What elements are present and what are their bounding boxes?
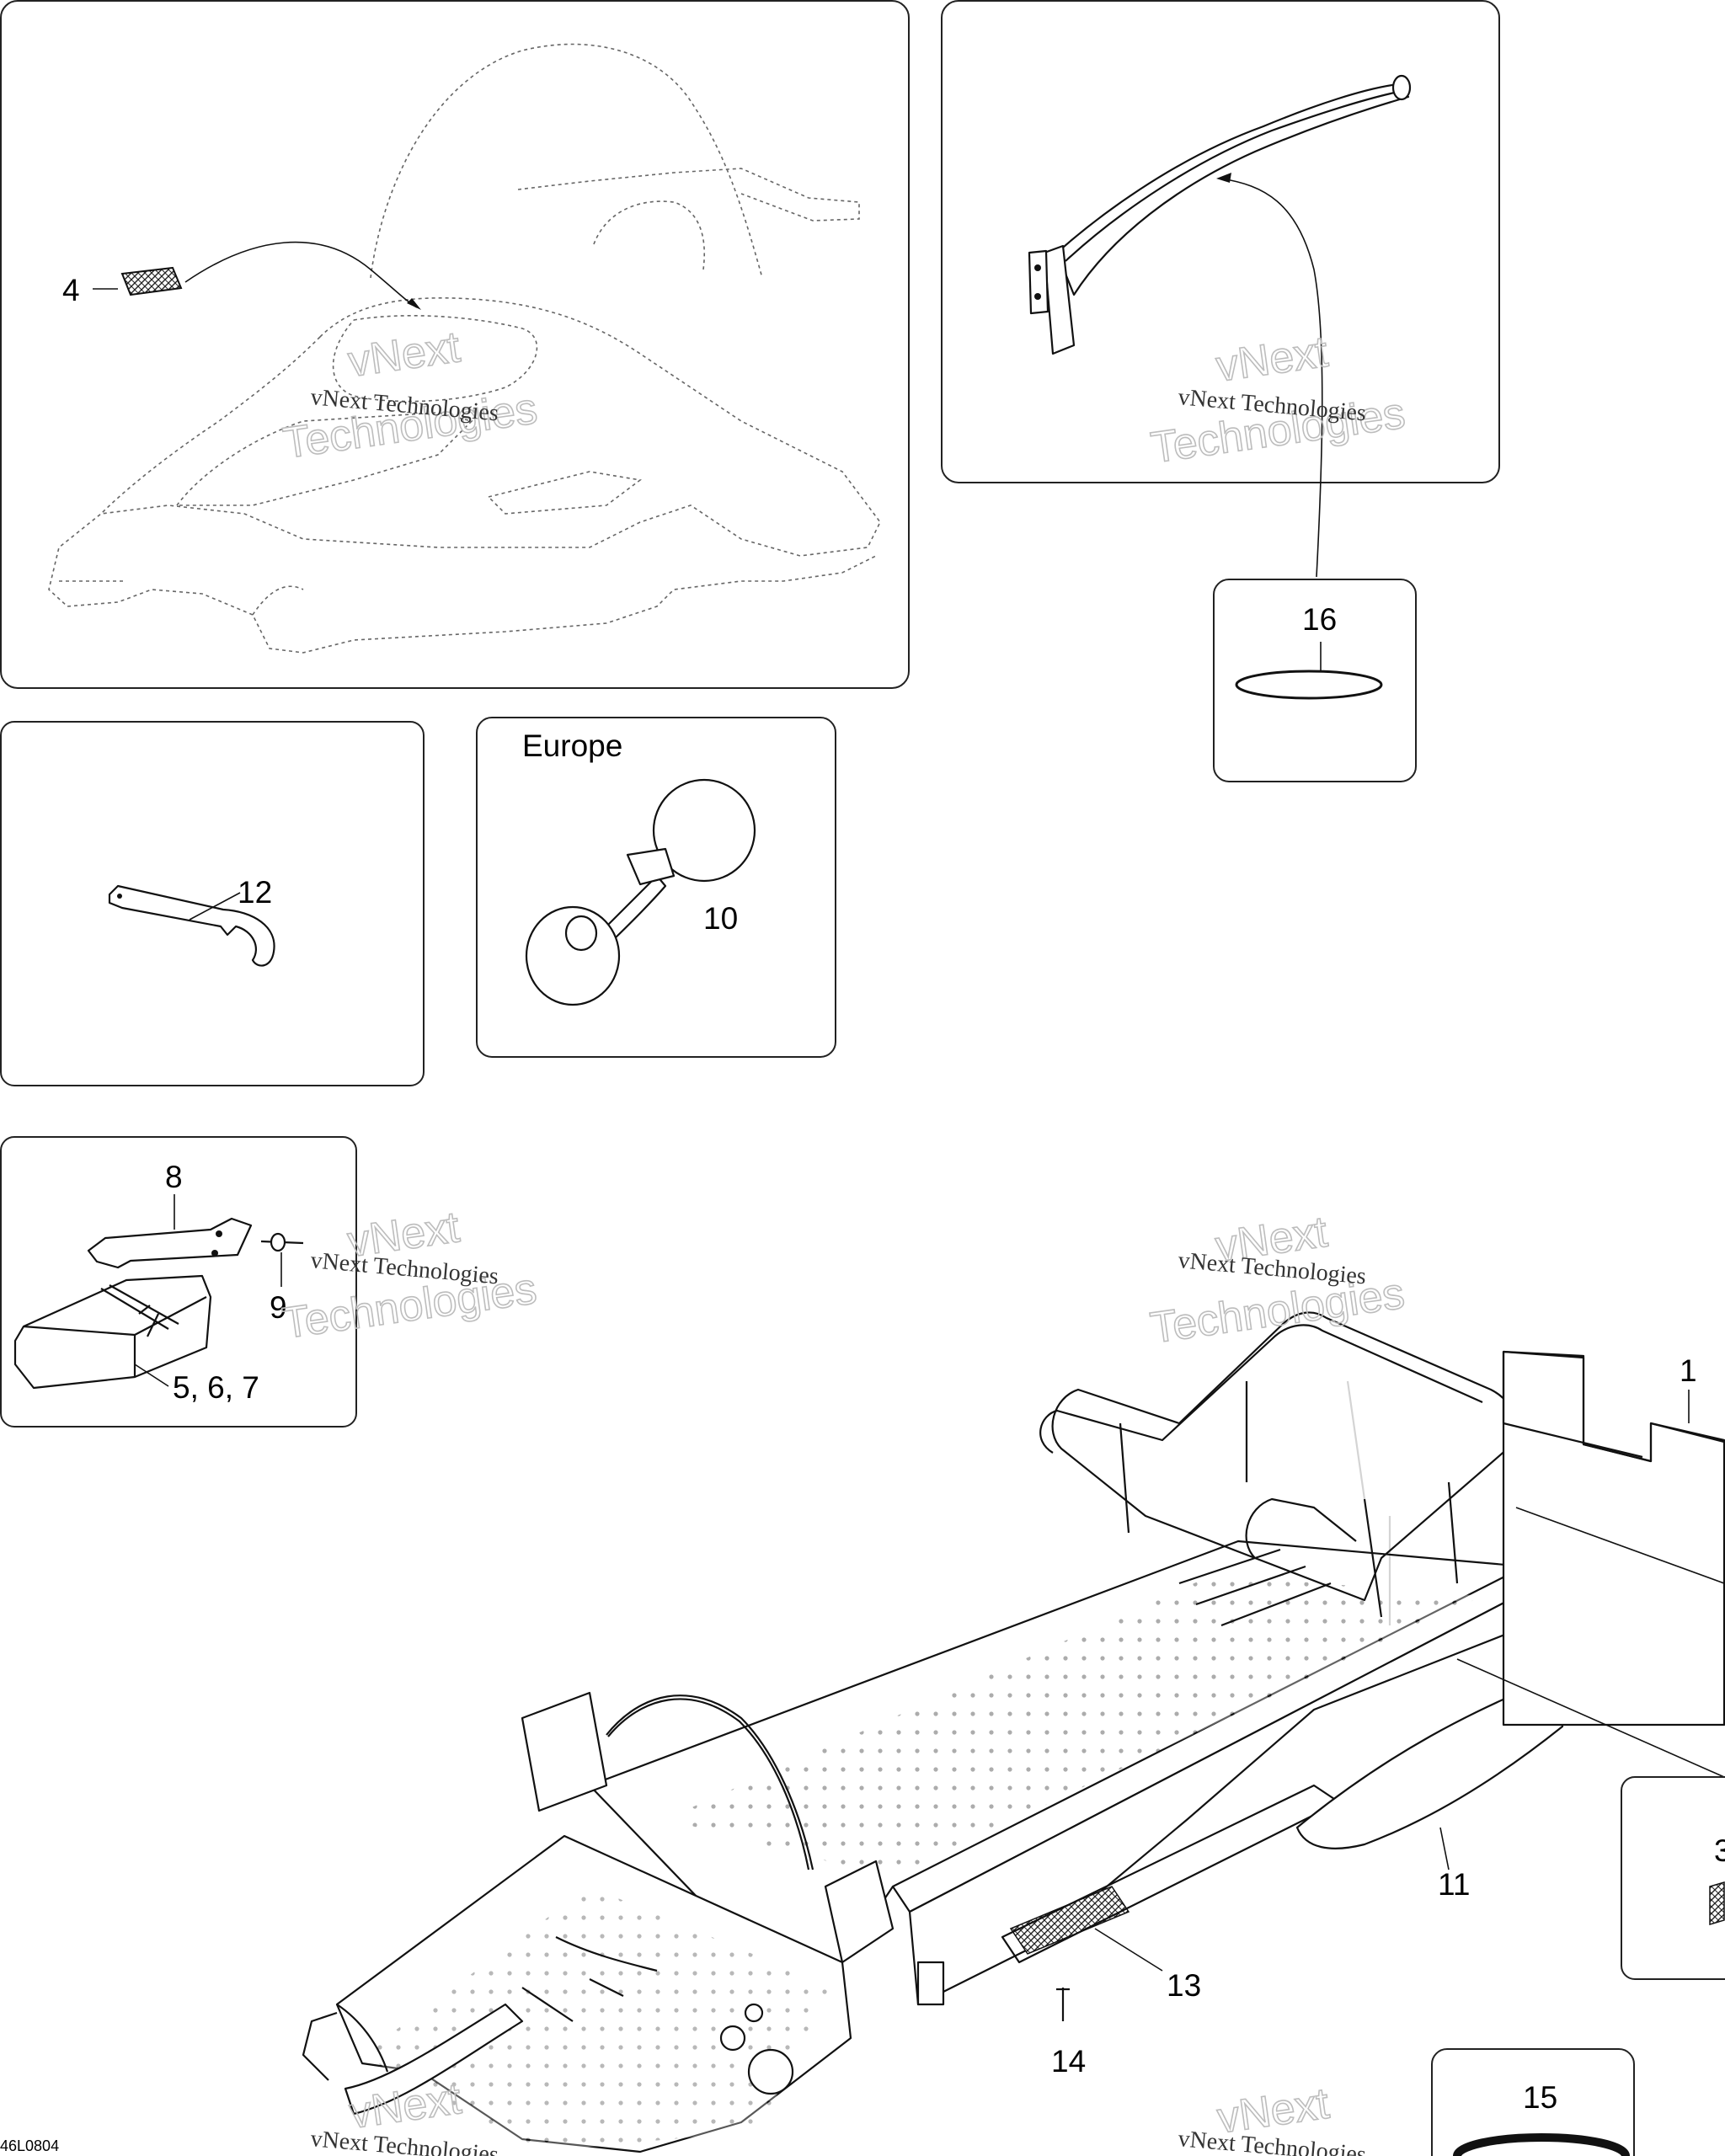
horn-opening: [564, 915, 598, 952]
hood-panel-right: [487, 471, 642, 515]
steering-support: [521, 1691, 608, 1812]
side-deflector-part: [1295, 1674, 1564, 1849]
console-outline: [593, 200, 706, 270]
grab-handle-plate: [1028, 249, 1049, 315]
decal-part: [120, 266, 183, 296]
callout-3: 3: [1714, 1833, 1725, 1868]
panel-hood-decal: 4: [0, 0, 910, 689]
callout-9: 9: [270, 1290, 287, 1325]
drawing-reference: 46L0804: [0, 2137, 59, 2154]
callout-15: 15: [1523, 2080, 1557, 2115]
frame-assembly: 13 14 11 1: [302, 1311, 1725, 2153]
grab-handle-part: [1055, 83, 1410, 296]
horn-clamp: [626, 847, 676, 886]
callout-1: 1: [1680, 1353, 1697, 1388]
panel-bag-bracket: 8 9 5, 6, 7: [0, 1136, 357, 1428]
handlebar-outline: [517, 168, 860, 221]
detail-box-16: 16: [1213, 579, 1417, 782]
callout-14: 14: [1051, 2044, 1086, 2079]
front-frame: [302, 1691, 945, 2153]
hood-edge: [100, 336, 321, 515]
rivet-14-part: [1056, 1988, 1070, 2021]
bag-part: [13, 1274, 212, 1390]
o-ring-part: [1235, 670, 1383, 700]
callout-16: 16: [1302, 602, 1337, 637]
callout-8: 8: [165, 1160, 183, 1194]
grab-handle-bracket: [1043, 244, 1076, 355]
horn-bell: [652, 778, 756, 883]
callout-4: 4: [62, 273, 80, 307]
detail-box-3: 3: [1621, 1776, 1725, 1980]
callout-10: 10: [703, 901, 738, 936]
panel-europe-horn: Europe 10: [476, 717, 836, 1058]
callout-13: 13: [1167, 1968, 1201, 2003]
front-arm: [344, 2003, 524, 2116]
leader-line: [184, 241, 418, 308]
spanner-wrench-part: [108, 884, 275, 967]
hood-vent: [332, 315, 538, 403]
leader-arrow: [407, 298, 421, 310]
grab-handle-end: [1391, 74, 1412, 101]
leader-line: [1220, 178, 1323, 578]
detail-box-15: 15: [1431, 2048, 1635, 2156]
hood-panel-left: [175, 412, 473, 506]
panel-grab-handle: [941, 0, 1500, 578]
callout-12: 12: [238, 875, 272, 910]
leader-arrow: [1216, 173, 1231, 183]
grommet-part: [1453, 2133, 1630, 2156]
hood-bumper: [59, 580, 304, 616]
callout-5-6-7: 5, 6, 7: [173, 1370, 259, 1405]
region-label: Europe: [522, 728, 622, 763]
callout-11: 11: [1438, 1867, 1470, 1902]
panel-spanner-wrench: 12: [0, 721, 425, 1086]
bracket-part: [87, 1217, 253, 1269]
grab-handle-ridge: [1065, 89, 1403, 262]
